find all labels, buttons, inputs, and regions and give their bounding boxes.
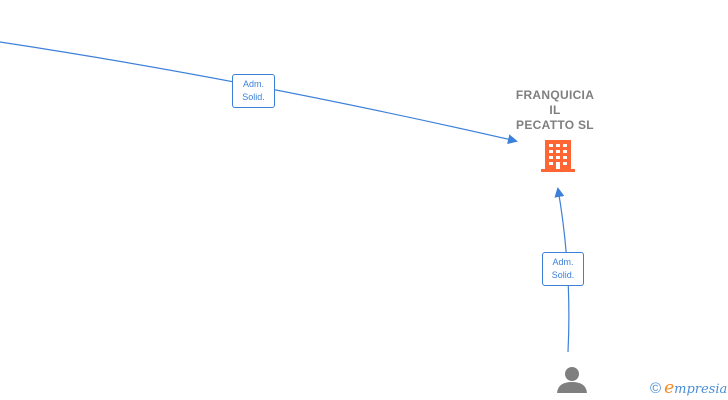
company-name[interactable]: FRANQUICIA IL PECATTO SL (498, 88, 612, 133)
company-name-line-2[interactable]: IL (549, 103, 561, 117)
copyright-symbol: © (650, 380, 662, 397)
edge-label-top-line-1: Adm. (242, 79, 264, 89)
brand-name: mpresia (674, 382, 728, 397)
edge-label-bottom[interactable]: Adm. Solid. (542, 252, 584, 286)
edge-label-top-line-2: Solid. (242, 92, 265, 102)
company-name-line-3[interactable]: PECATTO SL (516, 118, 594, 132)
company-name-line-1[interactable]: FRANQUICIA (515, 88, 595, 102)
empresia-logo: ©empresia (650, 378, 727, 398)
brand-initial: e (664, 378, 675, 398)
edge-label-bottom-line-1: Adm. (552, 257, 574, 267)
building-icon[interactable] (541, 140, 575, 172)
person-icon[interactable] (557, 367, 587, 393)
edge-label-bottom-line-2: Solid. (551, 270, 575, 280)
edge-label-top[interactable]: Adm. Solid. (232, 74, 275, 108)
